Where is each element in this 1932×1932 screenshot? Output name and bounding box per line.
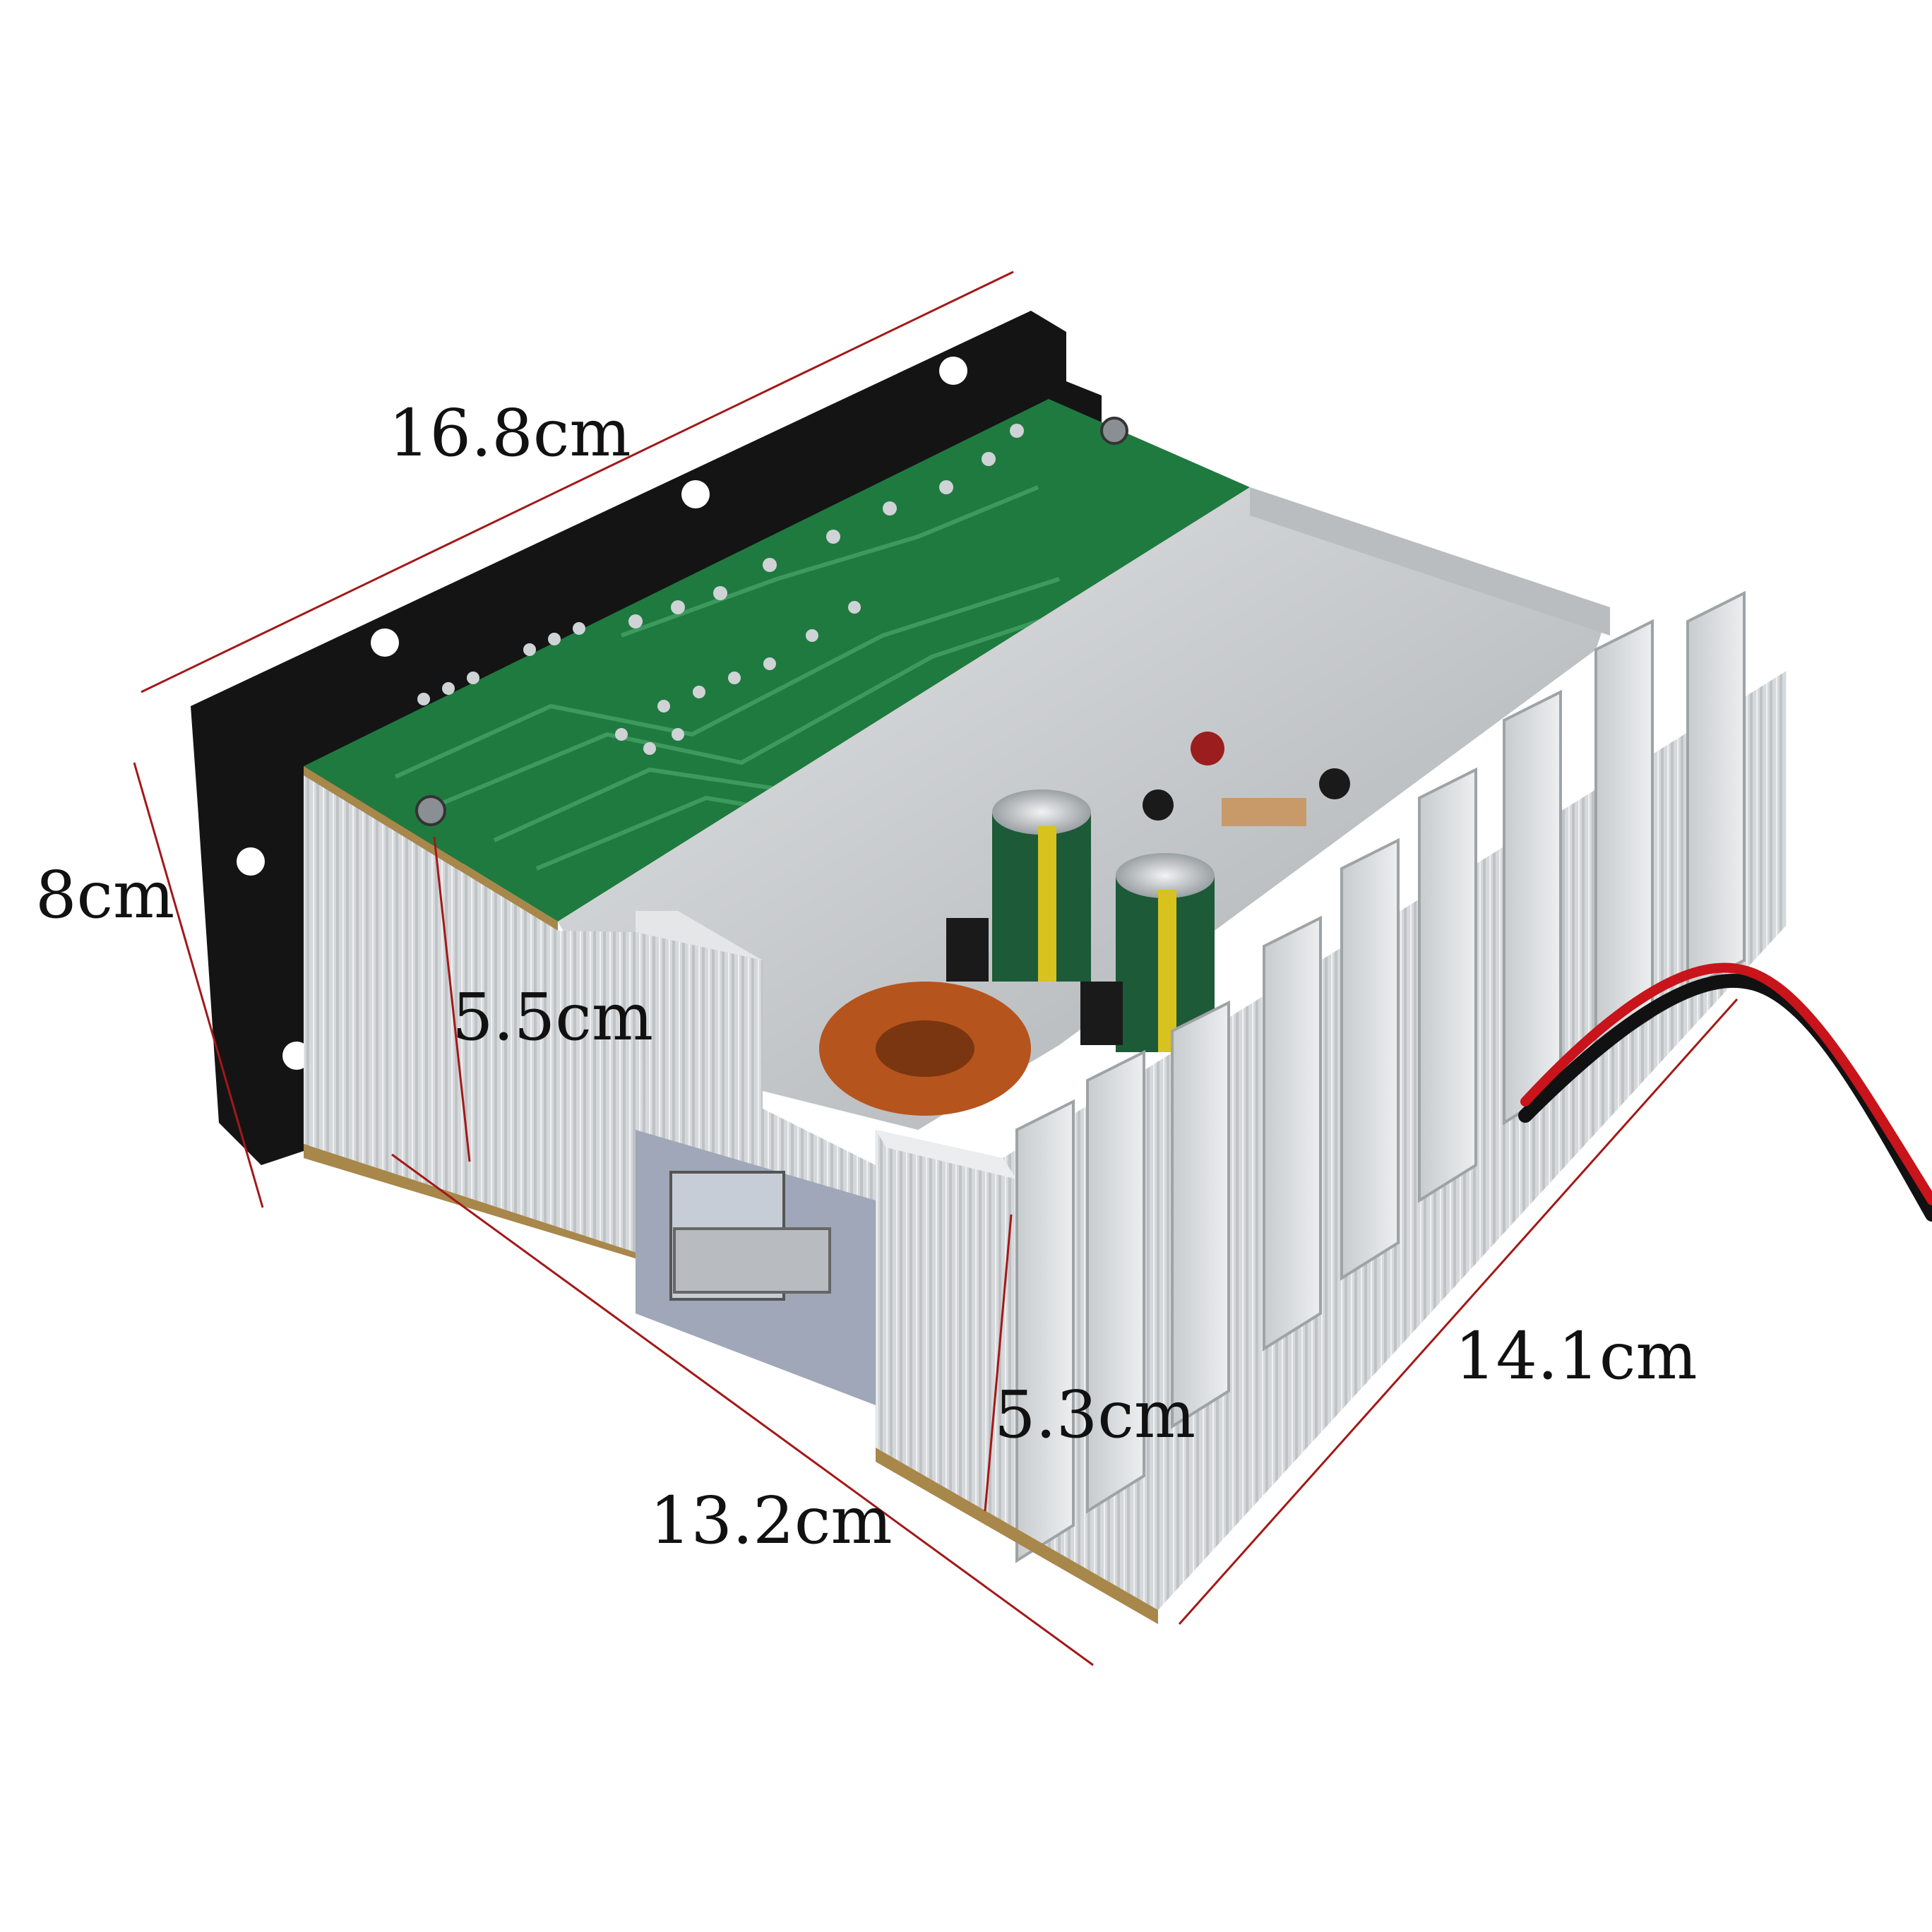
screw-icon — [1100, 417, 1128, 445]
dimension-label-depth: 14.1cm — [1455, 1318, 1698, 1394]
dimension-label-fin-height: 5.3cm — [994, 1377, 1196, 1453]
flange-hole — [371, 628, 399, 657]
capacitor — [1116, 853, 1215, 1052]
small-capacitor — [1191, 732, 1224, 765]
right-heatsink — [876, 590, 1787, 1624]
regulator-bay — [636, 1130, 876, 1405]
dimension-label-front-width: 13.2cm — [650, 1483, 893, 1558]
dimension-line-length — [141, 270, 1014, 693]
dimension-line-depth — [1178, 998, 1739, 1625]
dimension-label-length: 16.8cm — [388, 395, 631, 471]
dimension-lines — [133, 270, 1739, 1666]
flange-hole — [237, 847, 265, 876]
internal-components — [819, 732, 1350, 1116]
small-capacitor — [1319, 768, 1350, 799]
dimension-line-inner-height — [433, 836, 471, 1162]
transistor — [946, 918, 989, 982]
screw-icon — [415, 795, 446, 826]
dimension-line-height — [133, 762, 264, 1208]
flange-hole — [939, 357, 967, 385]
mounting-clip — [673, 1227, 831, 1294]
dimension-line-fin-height — [984, 1214, 1013, 1512]
resistor-array — [1222, 798, 1306, 826]
dimension-label-height: 8cm — [35, 857, 175, 933]
flange-hole — [681, 480, 710, 508]
dimension-label-inner-height: 5.5cm — [452, 979, 654, 1055]
small-capacitor — [1143, 789, 1174, 821]
capacitor — [992, 789, 1091, 982]
transistor — [1080, 982, 1123, 1045]
power-cable — [1518, 962, 1932, 1222]
dimension-line-front-width — [391, 1153, 1094, 1666]
